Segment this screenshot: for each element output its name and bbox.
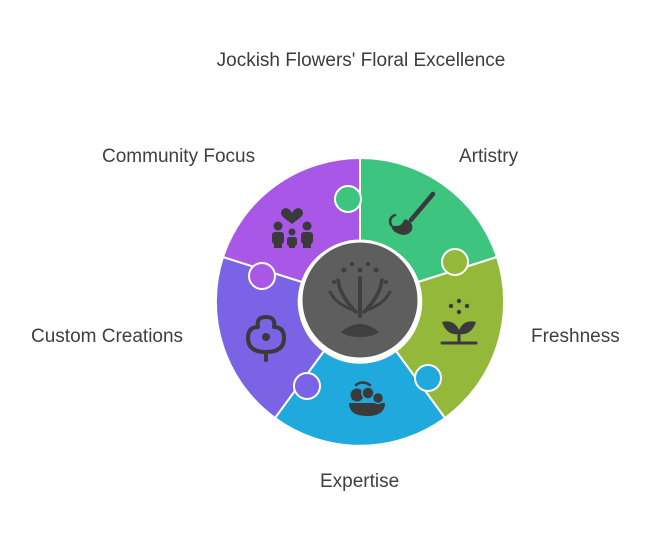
label-freshness: Freshness <box>531 326 620 347</box>
paintbrush-icon <box>388 191 436 235</box>
puzzle-tab-artistry-fill <box>336 187 360 211</box>
label-expertise: Expertise <box>320 471 400 492</box>
puzzle-tab-custom-creations-fill <box>295 374 319 398</box>
puzzle-tab-freshness-fill <box>443 250 467 274</box>
sprouting-plant-icon <box>440 298 478 345</box>
diagram-title: Jockish Flowers' Floral Excellence <box>216 50 506 71</box>
puzzle-tab-community-focus-fill <box>250 264 274 288</box>
label-custom-creations: Custom Creations <box>31 326 184 347</box>
label-artistry: Artistry <box>459 146 519 167</box>
flower-basket-icon <box>349 381 385 416</box>
flower-bud-icon <box>246 315 286 362</box>
fountain-icon <box>328 261 392 337</box>
puzzle-tab-expertise-fill <box>416 366 440 390</box>
label-community-focus: Community Focus <box>102 146 256 167</box>
family-heart-icon <box>272 208 313 248</box>
